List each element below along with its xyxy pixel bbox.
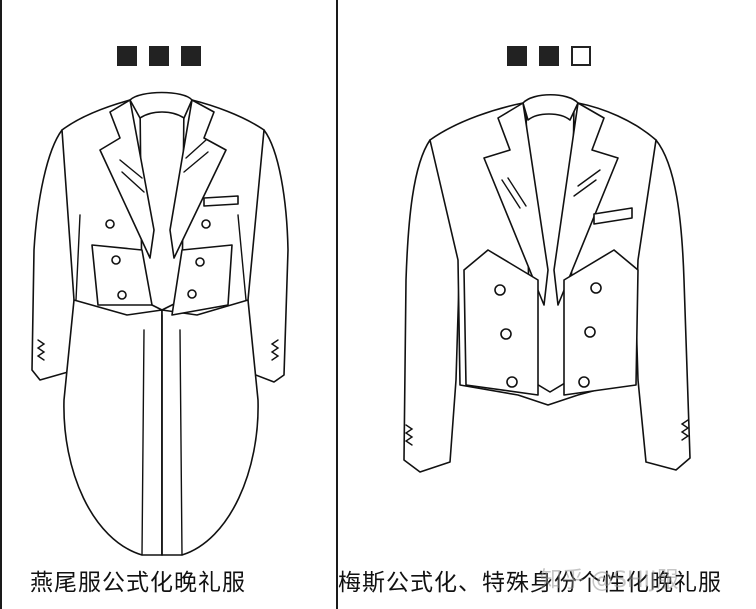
collar <box>129 91 193 119</box>
lapel-stripe <box>185 139 207 159</box>
jacket-button <box>500 328 512 340</box>
left-lapel <box>99 99 155 259</box>
caption-tailcoat: 燕尾服公式化晚礼服 <box>30 570 246 596</box>
rating-square-filled <box>181 46 201 66</box>
coat-button <box>187 289 197 299</box>
cuff-buttons-left <box>36 339 46 361</box>
cuff-buttons-right <box>680 419 690 441</box>
jacket-button <box>494 284 506 296</box>
right-lapel <box>169 99 227 259</box>
panel-mess-jacket: 梅斯公式化、特殊身份个性化晚礼服 <box>338 0 756 609</box>
lapel-stripe <box>183 151 209 173</box>
tail-seam-right <box>179 329 183 556</box>
cuff-buttons-left <box>404 424 414 446</box>
left-lapel <box>483 102 549 306</box>
jacket-button <box>584 326 596 338</box>
jacket-button <box>590 282 602 294</box>
tail-seam-left <box>141 329 145 556</box>
rating-square-filled <box>149 46 169 66</box>
tailcoat-illustration <box>31 91 289 556</box>
lapel-stripe <box>577 169 601 187</box>
lapel-stripe <box>119 159 143 179</box>
caption-mess-jacket: 梅斯公式化、特殊身份个性化晚礼服 <box>338 570 722 596</box>
breast-pocket <box>593 207 633 225</box>
rating-square-filled <box>507 46 527 66</box>
left-front-panel <box>91 244 153 306</box>
lapel-stripe <box>507 177 527 207</box>
right-tail <box>161 299 259 556</box>
jacket-button <box>506 376 518 388</box>
collar <box>522 94 579 121</box>
formality-rating <box>117 46 201 66</box>
right-lapel <box>553 102 619 306</box>
left-sleeve <box>403 139 461 473</box>
left-tail <box>63 299 163 556</box>
lapel-stripe <box>573 179 597 197</box>
right-front-panel <box>563 249 639 396</box>
formality-rating <box>507 46 591 66</box>
coat-button <box>195 257 205 267</box>
coat-button <box>117 290 127 300</box>
cuff-buttons-right <box>270 339 280 361</box>
right-sleeve <box>633 139 691 471</box>
lapel-stripe <box>121 171 145 193</box>
panel-divider <box>336 0 338 609</box>
breast-pocket <box>203 195 239 207</box>
side-seam <box>75 214 81 301</box>
lapel-stripe <box>501 179 521 209</box>
coat-button <box>201 219 211 229</box>
rating-square-empty <box>571 46 591 66</box>
rating-square-filled <box>539 46 559 66</box>
coat-button <box>105 219 115 229</box>
left-border <box>0 0 2 609</box>
left-front-panel <box>463 249 539 396</box>
rating-square-filled <box>117 46 137 66</box>
jacket-button <box>578 376 590 388</box>
right-front-panel <box>171 244 233 316</box>
watermark-text: 知乎 @SHIJ服 <box>540 568 679 593</box>
coat-button <box>111 255 121 265</box>
mess-jacket-illustration <box>403 94 691 473</box>
panel-tailcoat: 燕尾服公式化晚礼服 <box>2 0 336 609</box>
side-seam <box>237 214 247 301</box>
